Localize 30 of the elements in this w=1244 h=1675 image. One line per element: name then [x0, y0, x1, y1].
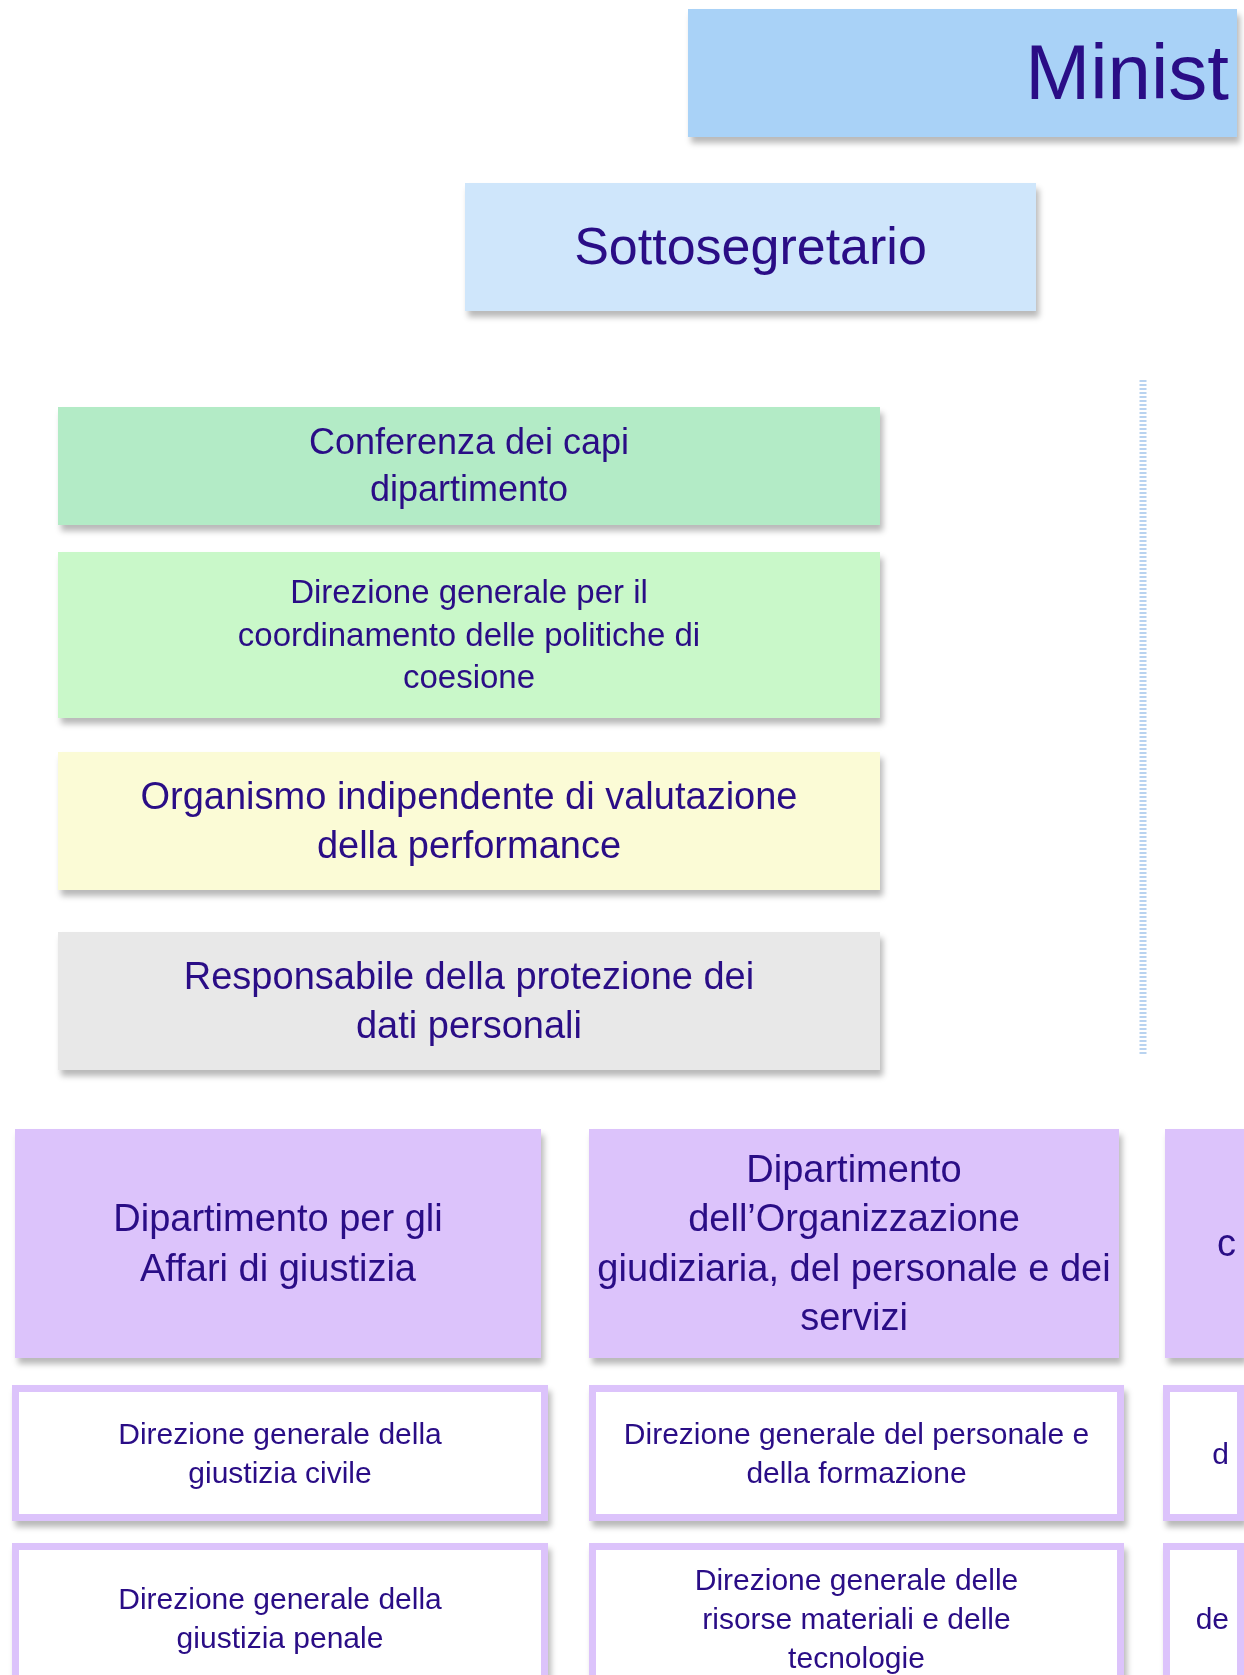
unit-name: d: [1212, 1435, 1229, 1472]
unit-name: Direzione generale della giustizia civile: [117, 1416, 443, 1491]
unit-name: Direzione generale della giustizia penale: [117, 1581, 443, 1656]
unit-name: Conferenza dei capi dipartimento: [307, 420, 631, 511]
directorate-box: [1163, 1385, 1244, 1521]
unit-name: Responsabile della protezione dei dati personali: [182, 953, 756, 1048]
directorate-box: [58, 552, 880, 718]
directorate-box: [589, 1543, 1124, 1675]
directorate-box: [12, 1543, 548, 1675]
directorate-box: [1163, 1543, 1244, 1675]
undersecretary-box: [465, 183, 1036, 311]
ministry-title: Minist: [1025, 27, 1229, 119]
unit-name: Dipartimento per gli Affari di giustizia: [112, 1196, 444, 1291]
unit-name: Direzione generale delle risorse materiali e delle tecnologie: [693, 1561, 1020, 1675]
department-box: [589, 1129, 1119, 1358]
department-box: [1165, 1129, 1244, 1358]
officer-box: [58, 932, 880, 1070]
unit-name: Organismo indipendente di valutazione della performance: [139, 773, 799, 868]
unit-name: Dipartimento dell’Organizzazione giudiziaria, del personale e dei servizi: [596, 1146, 1112, 1340]
conference-box: [58, 407, 880, 525]
department-box: [15, 1129, 541, 1358]
unit-name: de: [1195, 1600, 1229, 1637]
directorate-box: [12, 1385, 548, 1521]
ministry-header-box: [688, 9, 1237, 137]
unit-name: Direzione generale per il coordinamento delle politiche di coesione: [236, 571, 702, 698]
directorate-box: [589, 1385, 1124, 1521]
unit-name: Direzione generale del personale e della formazione: [622, 1416, 1091, 1491]
body-box: [58, 752, 880, 890]
unit-name: c: [1217, 1220, 1236, 1266]
unit-name: Sottosegretario: [574, 216, 927, 278]
